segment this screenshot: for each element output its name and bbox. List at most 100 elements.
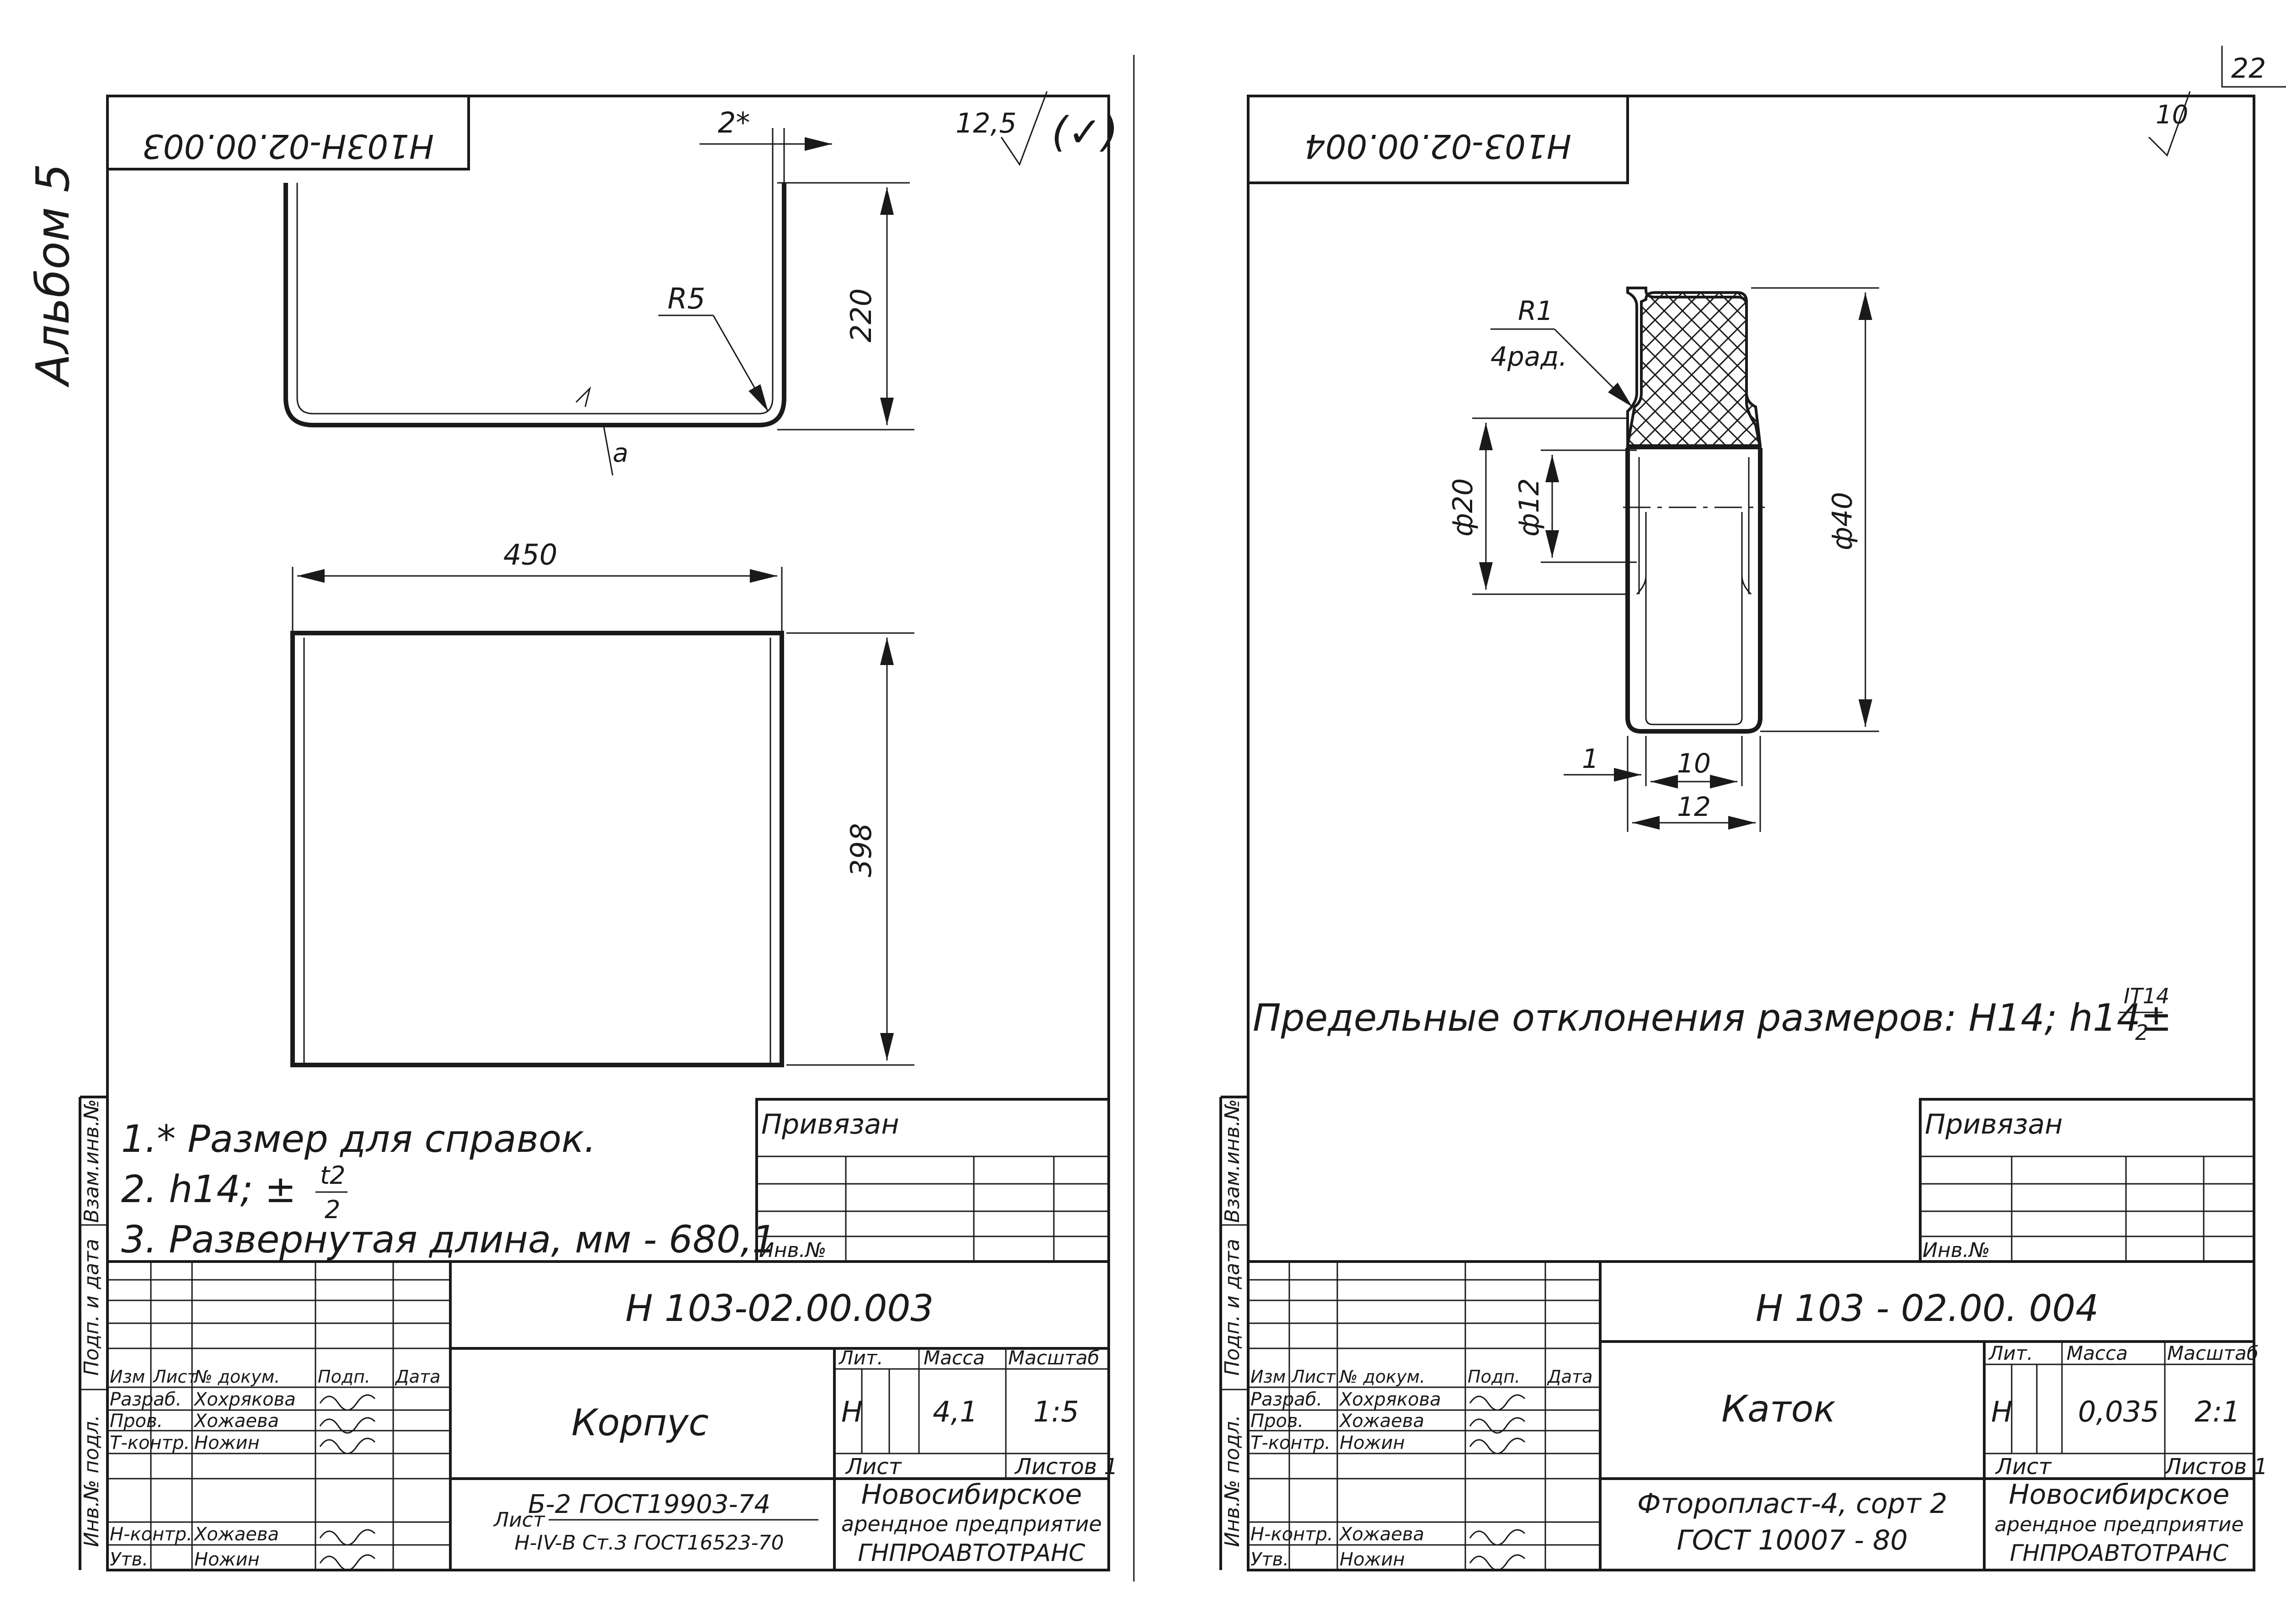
org-1: Новосибирское [861,1479,1082,1511]
signature [319,1438,376,1454]
left-notes: 1.* Размер для справок. 2. h14; ± t2 2 3… [121,1118,776,1262]
dim-r5: R5 [668,282,705,315]
hdr-list: Лист [1291,1367,1336,1387]
name-utv: Ножин [194,1549,260,1570]
album-label: Альбом 5 [26,164,80,388]
dim-w12: 12 [1677,791,1711,822]
left-part-top-view: 220 2* R5 а [283,106,914,476]
hdr-doc: № докум. [1339,1367,1425,1387]
dim-d12: ф12 [1513,478,1545,537]
designation: Н 103 - 02.00. 004 [1756,1287,2099,1330]
material-2: ГОСТ 10007 - 80 [1677,1524,1907,1556]
left-part-front-view: 450 398 [290,538,914,1067]
dim-450: 450 [503,538,557,571]
material-label: Лист [493,1508,545,1532]
hdr-date: Дата [395,1367,440,1387]
hdr-list: Лист [152,1367,198,1387]
material-2: Н-IV-В Ст.3 ГОСТ16523-70 [514,1531,784,1555]
side-label-inv: Инв.№ подл. [1221,1415,1244,1547]
designation: Н 103-02.00.003 [625,1287,934,1330]
tolerance-text: Предельные отклонения размеров: Н14; h14… [1253,996,2172,1040]
inv-no-label: Инв.№ [759,1239,826,1262]
tolerance-note: Предельные отклонения размеров: Н14; h14… [1253,984,2172,1045]
role-utv: Утв. [1250,1549,1289,1570]
roughness-extra: (✓) [1052,108,1118,156]
hdr-izm: Изм [1250,1367,1286,1387]
signature [1469,1417,1526,1434]
side-label-repl: Взам.инв.№ [80,1099,103,1223]
name-prov: Хожаева [193,1411,279,1432]
role-razrab: Разраб. [1250,1389,1322,1410]
note-1: 1.* Размер для справок. [121,1118,596,1161]
right-roughness: 10 [2148,91,2191,157]
sheet-label: Лист [1995,1454,2052,1480]
lit-label: Лит. [838,1347,883,1369]
tolerance-num: IT14 [2124,984,2169,1008]
role-tkontr: Т-контр. [1250,1432,1330,1454]
sheets-label: Листов 1 [2164,1454,2268,1480]
org-3: ГНПРОАВТОТРАНС [2010,1540,2228,1566]
inv-no-label: Инв.№ [1923,1239,1990,1262]
dim-w1: 1 [1582,743,1599,774]
mass-label: Масса [924,1347,985,1369]
roughness-check-icon [1000,91,1048,166]
side-label-repl: Взам.инв.№ [1221,1099,1244,1223]
signature [1469,1394,1526,1411]
lit-value: Н [1991,1395,2013,1428]
hdr-sign: Подп. [1468,1367,1520,1387]
scale-label: Масштаб [2167,1342,2259,1364]
right-side-labels: Инв.№ подл. Подп. и дата Взам.инв.№ [1219,1096,1248,1570]
role-nkontr: Н-контр. [110,1524,192,1545]
name-tkontr: Ножин [1340,1432,1405,1454]
note-2-den: 2 [325,1195,340,1224]
left-doc-code: Н103Н-02.00.003 [142,127,434,165]
sheet-label: Лист [845,1454,903,1480]
org-1: Новосибирское [2009,1479,2230,1511]
dim-w10: 10 [1677,748,1711,779]
role-utv: Утв. [110,1549,148,1570]
page-number: 22 [2231,53,2266,85]
org-3: ГНПРОАВТОТРАНС [858,1539,1085,1567]
part-name: Корпус [572,1401,709,1444]
name-tkontr: Ножин [194,1432,260,1454]
note-2-num: t2 [320,1161,346,1190]
dim-r1-note: 4рад. [1490,341,1567,372]
scale-label: Масштаб [1008,1347,1100,1369]
left-roughness: 12,5 (✓) [956,91,1118,166]
signature [319,1417,376,1434]
right-privyazan-block: Привязан Инв.№ [1919,1098,2255,1263]
right-code-box [1247,95,1629,184]
material-1: Фторопласт-4, сорт 2 [1637,1488,1947,1520]
hdr-doc: № докум. [193,1367,280,1387]
name-prov: Хожаева [1339,1411,1424,1432]
privyazan-label: Привязан [761,1108,899,1140]
lit-value: Н [841,1395,863,1428]
privyazan-label: Привязан [1925,1108,2063,1140]
tolerance-den: 2 [2135,1020,2148,1045]
signature [1469,1529,1526,1546]
roller-drawing: ф40 ф20 ф12 R1 4рад. 1 10 12 [1447,287,1879,832]
role-razrab: Разраб. [110,1389,182,1410]
signature [319,1394,376,1411]
dim-2: 2* [718,106,750,139]
role-tkontr: Т-контр. [110,1432,190,1454]
role-nkontr: Н-контр. [1250,1524,1333,1545]
weld-letter: а [613,438,628,468]
org-2: арендное предприятие [841,1512,1102,1536]
note-2: 2. h14; ± [121,1168,296,1211]
signature [1469,1438,1526,1454]
roughness-value: 12,5 [956,107,1017,139]
material-1: Б-2 ГОСТ19903-74 [528,1490,770,1519]
dim-398: 398 [844,823,878,877]
org-2: арендное предприятие [1994,1513,2243,1536]
sheets-label: Листов 1 [1014,1454,1118,1480]
side-label-sign: Подп. и дата [1221,1239,1244,1376]
dim-d40: ф40 [1827,492,1859,550]
role-prov: Пров. [1250,1411,1303,1432]
dim-r1: R1 [1518,295,1553,326]
note-3: 3. Развернутая длина, мм - 680,1 [121,1218,776,1262]
left-privyazan-block: Привязан Инв.№ [755,1098,1110,1263]
name-nkontr: Хожаева [1339,1524,1424,1545]
name-nkontr: Хожаева [193,1524,279,1545]
